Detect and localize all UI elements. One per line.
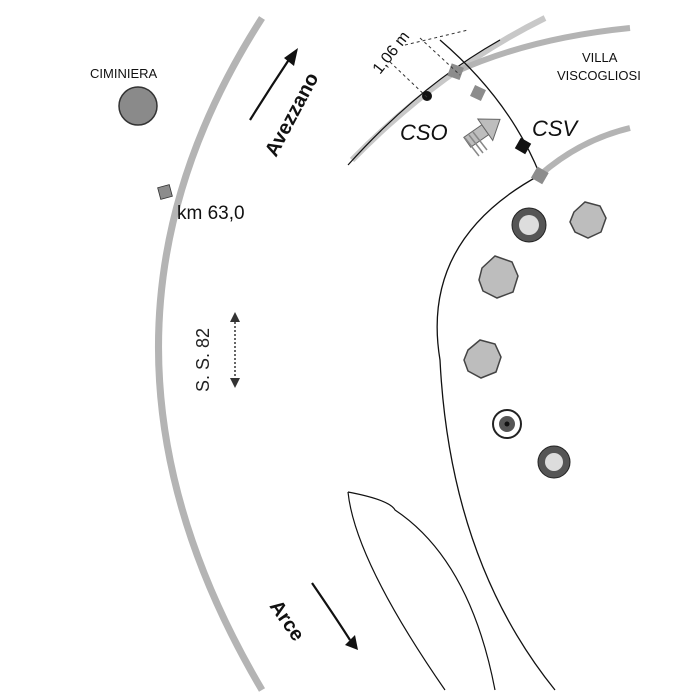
tree-icon	[478, 255, 519, 299]
road-line-upper	[347, 39, 501, 166]
csv-label: CSV	[532, 116, 580, 141]
avezzano-label: Avezzano	[261, 69, 323, 160]
villa-label-line1: VILLA	[582, 50, 618, 65]
csv-marker	[514, 137, 532, 155]
well-icon	[492, 409, 522, 439]
km-label: km 63,0	[177, 203, 245, 224]
road-edge-right-mid	[538, 125, 631, 178]
arce-label: Arce	[265, 596, 309, 645]
cso-label: CSO	[400, 120, 448, 145]
distance-label: 1,06 m	[370, 28, 414, 77]
station-marker	[530, 166, 549, 185]
road-edge-east	[436, 39, 556, 691]
side-road-inner	[347, 491, 446, 691]
direction-arrow	[249, 48, 298, 121]
road-edge-upper	[349, 15, 547, 163]
km-marker	[157, 184, 173, 200]
direction-arrow	[230, 312, 240, 388]
shrub-icon	[537, 445, 571, 479]
chimney-label: CIMINIERA	[90, 66, 158, 81]
cso-point	[422, 91, 432, 101]
road-edge-west	[155, 16, 266, 692]
shrub-icon	[511, 207, 547, 243]
dimension-line	[404, 29, 469, 46]
road-edge-right-top	[453, 25, 631, 75]
tree-icon	[569, 201, 607, 239]
villa-label-line2: VISCOGLIOSI	[557, 68, 641, 83]
chimney-circle	[118, 86, 158, 126]
side-road	[347, 491, 496, 691]
tree-icon	[463, 339, 502, 379]
direction-arrow	[311, 582, 358, 650]
station-marker	[470, 85, 486, 101]
observation-arrow-tail	[464, 131, 488, 157]
road-label: S. S. 82	[193, 328, 213, 392]
